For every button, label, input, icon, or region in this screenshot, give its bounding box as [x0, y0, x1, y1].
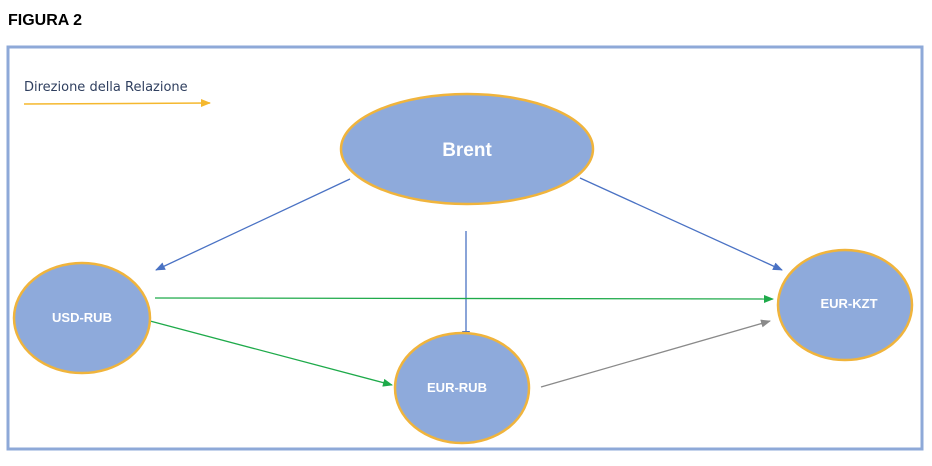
node-brent: Brent — [339, 92, 595, 206]
node-usd-rub: USD-RUB — [12, 261, 152, 375]
edge-eur-rub-to-eur-kzt — [540, 319, 771, 388]
legend-label: Direzione della Relazione — [24, 80, 188, 95]
edge-usd-rub-to-eur-rub — [149, 320, 393, 387]
node-eur-rub-label: EUR-RUB — [427, 380, 487, 395]
node-eur-rub: EUR-RUB — [393, 331, 531, 445]
legend-arrow — [23, 99, 211, 108]
node-eur-kzt-label: EUR-KZT — [820, 296, 877, 311]
edge-brent-to-usd-rub — [155, 178, 351, 271]
edge-usd-rub-to-eur-kzt — [154, 294, 774, 303]
figure-title: FIGURA 2 — [8, 12, 83, 29]
node-usd-rub-label: USD-RUB — [52, 310, 112, 325]
node-brent-label: Brent — [442, 140, 492, 161]
edge-brent-to-eur-kzt — [579, 177, 783, 271]
node-eur-kzt: EUR-KZT — [776, 248, 914, 362]
